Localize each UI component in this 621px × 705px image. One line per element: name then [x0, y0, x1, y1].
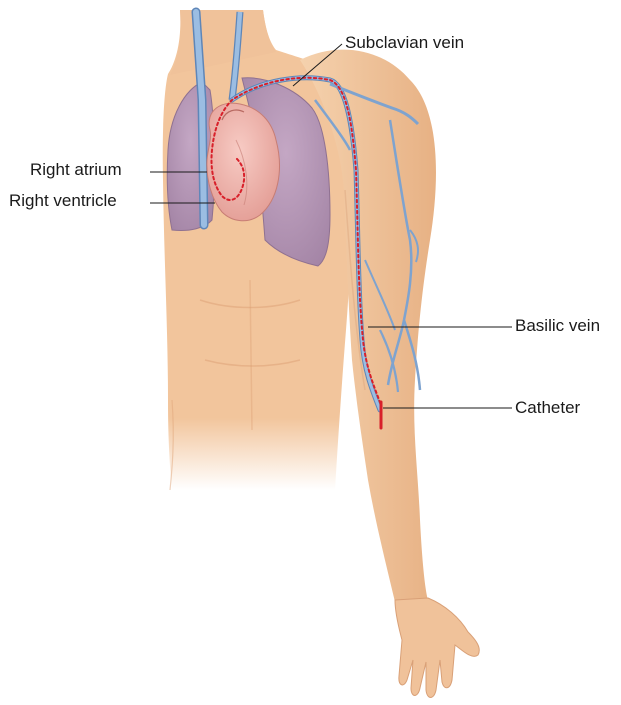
label-right-atrium: Right atrium [30, 160, 122, 180]
label-catheter: Catheter [515, 398, 580, 418]
label-basilic-vein: Basilic vein [515, 316, 600, 336]
hand [395, 598, 479, 698]
label-subclavian-vein: Subclavian vein [345, 33, 464, 53]
label-right-ventricle: Right ventricle [9, 191, 117, 211]
